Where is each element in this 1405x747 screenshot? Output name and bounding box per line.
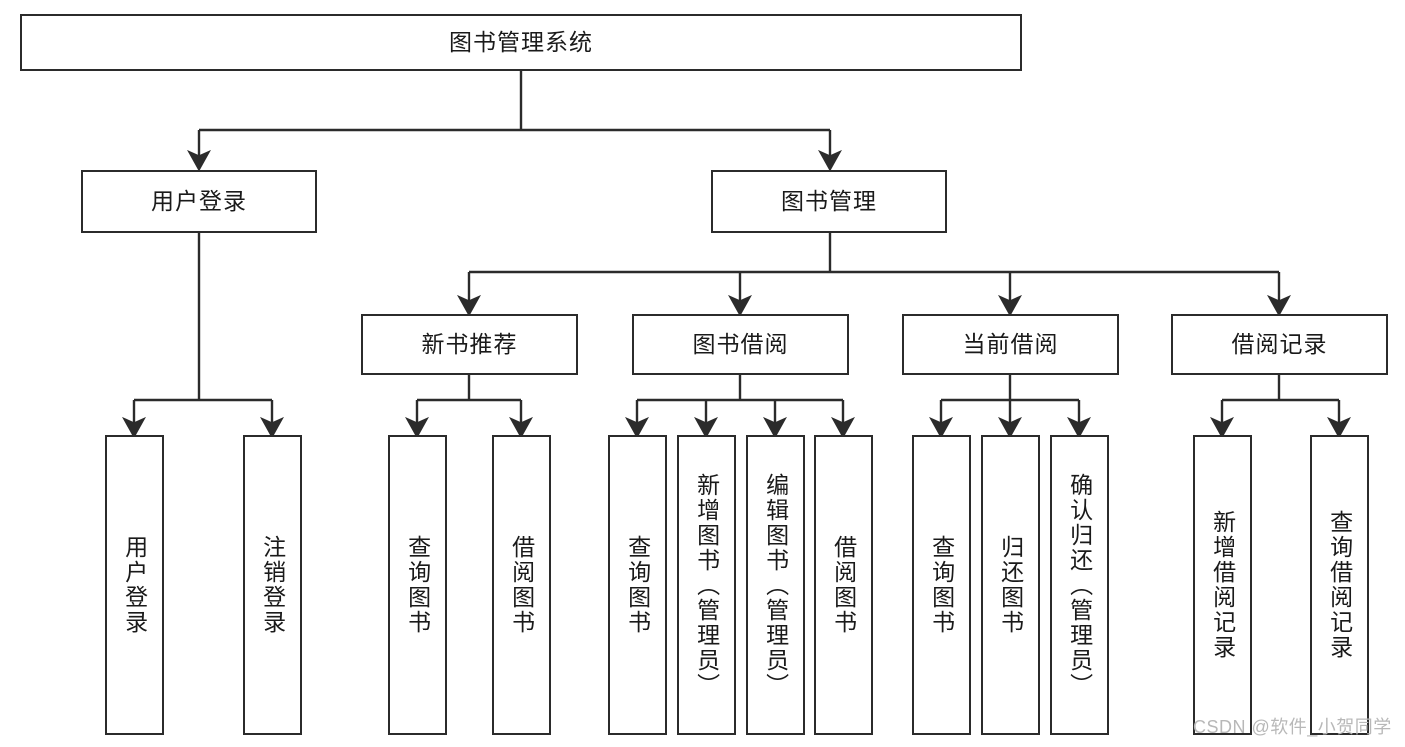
node-label: 归还图书 [997,535,1024,635]
node-label: 借阅记录 [1231,330,1328,357]
node-label: 借阅图书 [508,535,535,635]
node-book-management[interactable]: 图书管理 [711,170,947,233]
node-label: 新增借阅记录 [1209,510,1236,660]
node-new-book-recommend[interactable]: 新书推荐 [361,314,578,375]
leaf-current-borrow-confirm-return-admin[interactable]: 确认归还（管理员） [1050,435,1109,735]
csdn-watermark: CSDN @软件_小贺同学 [1193,717,1392,737]
node-label: 当前借阅 [962,330,1059,357]
leaf-user-login-login[interactable]: 用户登录 [105,435,164,735]
node-label: 查询借阅记录 [1326,510,1353,660]
node-label: 图书借阅 [692,330,789,357]
node-current-borrow[interactable]: 当前借阅 [902,314,1119,375]
node-label: 图书管理系统 [449,28,593,55]
node-label: 用户登录 [121,535,148,635]
node-label: 确认归还（管理员） [1066,472,1093,698]
node-book-borrow[interactable]: 图书借阅 [632,314,849,375]
node-root-book-management-system[interactable]: 图书管理系统 [20,14,1022,71]
leaf-current-borrow-return-book[interactable]: 归还图书 [981,435,1040,735]
leaf-book-borrow-add-book-admin[interactable]: 新增图书（管理员） [677,435,736,735]
node-label: 新书推荐 [421,330,518,357]
node-user-login[interactable]: 用户登录 [81,170,317,233]
leaf-new-book-query-book[interactable]: 查询图书 [388,435,447,735]
leaf-new-book-borrow-book[interactable]: 借阅图书 [492,435,551,735]
node-label: 借阅图书 [830,535,857,635]
leaf-book-borrow-borrow-book[interactable]: 借阅图书 [814,435,873,735]
node-label: 用户登录 [151,187,247,214]
node-label: 查询图书 [404,535,431,635]
leaf-borrow-record-add-record[interactable]: 新增借阅记录 [1193,435,1252,735]
leaf-borrow-record-query-record[interactable]: 查询借阅记录 [1310,435,1369,735]
node-label: 图书管理 [781,187,877,214]
node-label: 编辑图书（管理员） [762,472,789,698]
node-borrow-record[interactable]: 借阅记录 [1171,314,1388,375]
node-label: 查询图书 [928,535,955,635]
node-label: 新增图书（管理员） [693,472,720,698]
node-label: 查询图书 [624,535,651,635]
leaf-user-login-logout[interactable]: 注销登录 [243,435,302,735]
leaf-current-borrow-query-book[interactable]: 查询图书 [912,435,971,735]
node-label: 注销登录 [259,535,286,635]
leaf-book-borrow-query-book[interactable]: 查询图书 [608,435,667,735]
leaf-book-borrow-edit-book-admin[interactable]: 编辑图书（管理员） [746,435,805,735]
